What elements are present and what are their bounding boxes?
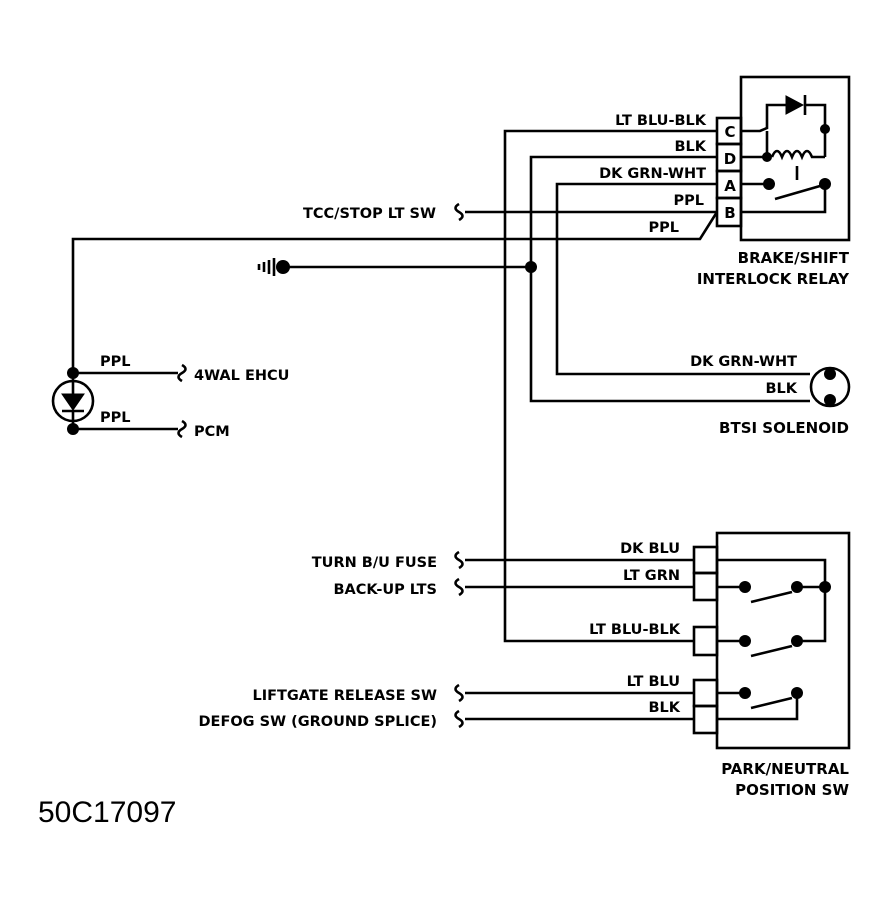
park-switch-title-line2: POSITION SW bbox=[735, 781, 849, 799]
wire-ppl-diode bbox=[71, 211, 719, 372]
turn-fuse-connector-icon bbox=[454, 550, 464, 570]
label-turn-bu-fuse: TURN B/U FUSE bbox=[312, 555, 437, 571]
label-defog-sw: DEFOG SW (GROUND SPLICE) bbox=[199, 714, 438, 730]
solenoid-terminal-bottom bbox=[824, 394, 836, 406]
park-switch-arm-1 bbox=[750, 590, 793, 604]
label-4wal-ehcu: 4WAL EHCU bbox=[194, 368, 289, 384]
solenoid-title: BTSI SOLENOID bbox=[719, 419, 849, 437]
park-switch-title-line1: PARK/NEUTRAL bbox=[721, 760, 849, 778]
relay-title-line2: INTERLOCK RELAY bbox=[697, 270, 850, 288]
label-sw-wire-3: LT BLU-BLK bbox=[589, 622, 681, 638]
tcc-connector-icon bbox=[454, 202, 464, 222]
label-relay-b-lower-wire: PPL bbox=[649, 220, 680, 236]
ground-terminal bbox=[276, 260, 290, 274]
relay-internal-b-lead bbox=[741, 184, 827, 214]
label-sw-wire-4: LT BLU bbox=[627, 674, 680, 690]
relay-pin-a-label: A bbox=[724, 177, 736, 195]
park-internal-5 bbox=[717, 693, 799, 721]
park-pin-1-box bbox=[692, 545, 719, 575]
label-tcc-stop-lt-sw: TCC/STOP LT SW bbox=[303, 206, 436, 222]
label-sw-wire-5: BLK bbox=[648, 700, 680, 716]
relay-internal-c-lead bbox=[741, 103, 786, 133]
label-solenoid-bottom-wire: BLK bbox=[765, 381, 797, 397]
park-pin-2-box bbox=[692, 571, 719, 602]
ehcu-connector-icon bbox=[177, 363, 187, 383]
wire-blk-relay-solenoid bbox=[529, 155, 810, 403]
label-liftgate-release-sw: LIFTGATE RELEASE SW bbox=[252, 688, 437, 704]
park-internal-1 bbox=[717, 558, 827, 587]
relay-wiring: LT BLU-BLK BLK DK GRN-WHT PPL PPL TCC/ST… bbox=[71, 113, 810, 643]
relay-coil-icon bbox=[770, 149, 825, 161]
liftgate-connector-icon bbox=[454, 683, 464, 703]
relay-switch-arm bbox=[774, 184, 821, 201]
label-solenoid-top-wire: DK GRN-WHT bbox=[690, 354, 797, 370]
label-relay-b-upper-wire: PPL bbox=[674, 193, 705, 209]
relay-diode-icon bbox=[785, 95, 805, 115]
label-relay-d-wire: BLK bbox=[674, 139, 706, 155]
solenoid-terminal-top bbox=[824, 368, 836, 380]
label-relay-c-wire: LT BLU-BLK bbox=[615, 113, 707, 129]
label-relay-a-wire: DK GRN-WHT bbox=[599, 166, 706, 182]
defog-connector-icon bbox=[454, 709, 464, 729]
label-pcm: PCM bbox=[194, 424, 230, 440]
park-contact-1a bbox=[739, 581, 751, 593]
wire-lt-blu-blk bbox=[503, 129, 717, 643]
relay-pin-d-label: D bbox=[724, 150, 736, 168]
diode-module: PPL PPL 4WAL EHCU PCM bbox=[51, 354, 289, 440]
diagram-reference-code: 50C17097 bbox=[38, 796, 176, 829]
label-diode-top-wire: PPL bbox=[100, 354, 131, 370]
park-neutral-position-switch: PARK/NEUTRAL POSITION SW bbox=[692, 531, 851, 799]
label-sw-wire-1: DK BLU bbox=[620, 541, 680, 557]
ground-splice bbox=[525, 261, 537, 273]
park-pin-5-box bbox=[692, 704, 719, 735]
relay-pin-c-label: C bbox=[724, 123, 735, 141]
label-sw-wire-2: LT GRN bbox=[623, 568, 680, 584]
relay-diode-right-lead bbox=[805, 103, 827, 128]
park-switch-arm-2 bbox=[750, 644, 793, 658]
park-switch-arm-3 bbox=[750, 696, 793, 710]
backup-lts-connector-icon bbox=[454, 577, 464, 597]
diode-icon bbox=[61, 393, 85, 411]
park-pin-4-box bbox=[692, 678, 719, 708]
relay-pin-b-label: B bbox=[724, 204, 735, 222]
pcm-connector-icon bbox=[177, 419, 187, 439]
relay-title-line1: BRAKE/SHIFT bbox=[738, 249, 850, 267]
wire-dk-grn-wht bbox=[555, 182, 810, 376]
ground-icon bbox=[257, 258, 276, 276]
park-switch-wiring: DK BLU LT GRN LT BLU-BLK LT BLU BLK TURN… bbox=[199, 541, 694, 730]
park-contact-3a bbox=[739, 687, 751, 699]
brake-shift-interlock-relay: C D A B BRAKE/SHIFT INTERLOCK RELAY bbox=[697, 75, 851, 288]
park-contact-link-2 bbox=[797, 587, 827, 643]
relay-contact-a bbox=[763, 178, 775, 190]
park-contact-2a bbox=[739, 635, 751, 647]
label-diode-bottom-wire: PPL bbox=[100, 410, 131, 426]
label-back-up-lts: BACK-UP LTS bbox=[333, 582, 437, 598]
btsi-solenoid: DK GRN-WHT BLK BTSI SOLENOID bbox=[690, 354, 851, 437]
park-pin-3-box bbox=[692, 625, 719, 657]
